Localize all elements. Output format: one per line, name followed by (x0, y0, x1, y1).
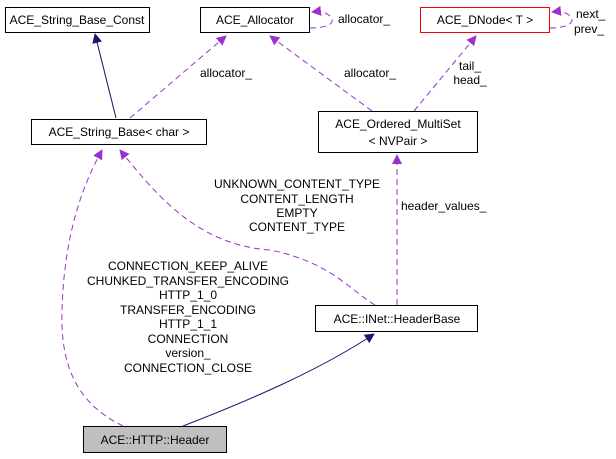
edge-label: allocator_ (200, 66, 252, 80)
edge-label: tail_ (459, 59, 481, 73)
edge-label: HTTP_1_0 (159, 288, 217, 302)
edge-label: TRANSFER_ENCODING (120, 303, 256, 317)
edge-label: allocator_ (338, 12, 390, 26)
node-label: < NVPair > (369, 134, 428, 148)
node-header-base[interactable]: ACE::INet::HeaderBase (315, 305, 478, 332)
node-label: ACE_String_Base< char > (49, 125, 190, 139)
edge-label: EMPTY (276, 206, 317, 220)
edge-header-to-string-base (61, 149, 124, 427)
edge-label: HTTP_1_1 (159, 317, 217, 331)
edge-label: head_ (453, 73, 487, 87)
edge-header-to-headerbase (182, 333, 375, 427)
node-dnode[interactable]: ACE_DNode< T > (420, 7, 550, 33)
header-string-base-labels: CONNECTION_KEEP_ALIVE CHUNKED_TRANSFER_E… (87, 259, 289, 375)
node-string-base-const[interactable]: ACE_String_Base_Const (5, 7, 150, 33)
edge-label: UNKNOWN_CONTENT_TYPE (214, 177, 380, 191)
node-string-base[interactable]: ACE_String_Base< char > (31, 119, 207, 145)
node-label: ACE_Ordered_MultiSet (335, 117, 461, 131)
node-label: ACE::HTTP::Header (101, 433, 210, 447)
edge-label: prev_ (574, 22, 604, 36)
edge-label: CONNECTION (148, 332, 229, 346)
edge-label: next_ (576, 7, 606, 21)
node-label: ACE_Allocator (216, 13, 294, 27)
edge-label: CONNECTION_KEEP_ALIVE (108, 259, 268, 273)
node-label: ACE::INet::HeaderBase (334, 312, 461, 326)
headerbase-string-base-labels: UNKNOWN_CONTENT_TYPE CONTENT_LENGTH EMPT… (214, 177, 380, 234)
edge-multiset-to-dnode (413, 35, 477, 112)
edge-label: CONNECTION_CLOSE (124, 361, 252, 375)
edge-dnode-self (549, 5, 573, 29)
edge-multiset-to-allocator (269, 35, 373, 112)
edge-label: allocator_ (344, 66, 396, 80)
edge-label: CONTENT_TYPE (249, 220, 345, 234)
edge-label: CHUNKED_TRANSFER_ENCODING (87, 274, 289, 288)
edge-allocator-self (309, 5, 333, 29)
edge-label: version_ (165, 346, 211, 360)
edge-string-base-to-const (92, 33, 117, 119)
edge-label: header_values_ (401, 199, 487, 213)
node-ordered-multiset[interactable]: ACE_Ordered_MultiSet < NVPair > (318, 111, 478, 153)
node-label: ACE_String_Base_Const (10, 13, 145, 27)
node-header[interactable]: ACE::HTTP::Header (83, 426, 227, 453)
edge-label: CONTENT_LENGTH (240, 192, 353, 206)
edge-headerbase-to-string-base (119, 149, 376, 306)
node-label: ACE_DNode< T > (437, 13, 533, 27)
node-allocator[interactable]: ACE_Allocator (200, 7, 310, 33)
edge-string-base-to-allocator (129, 35, 227, 119)
